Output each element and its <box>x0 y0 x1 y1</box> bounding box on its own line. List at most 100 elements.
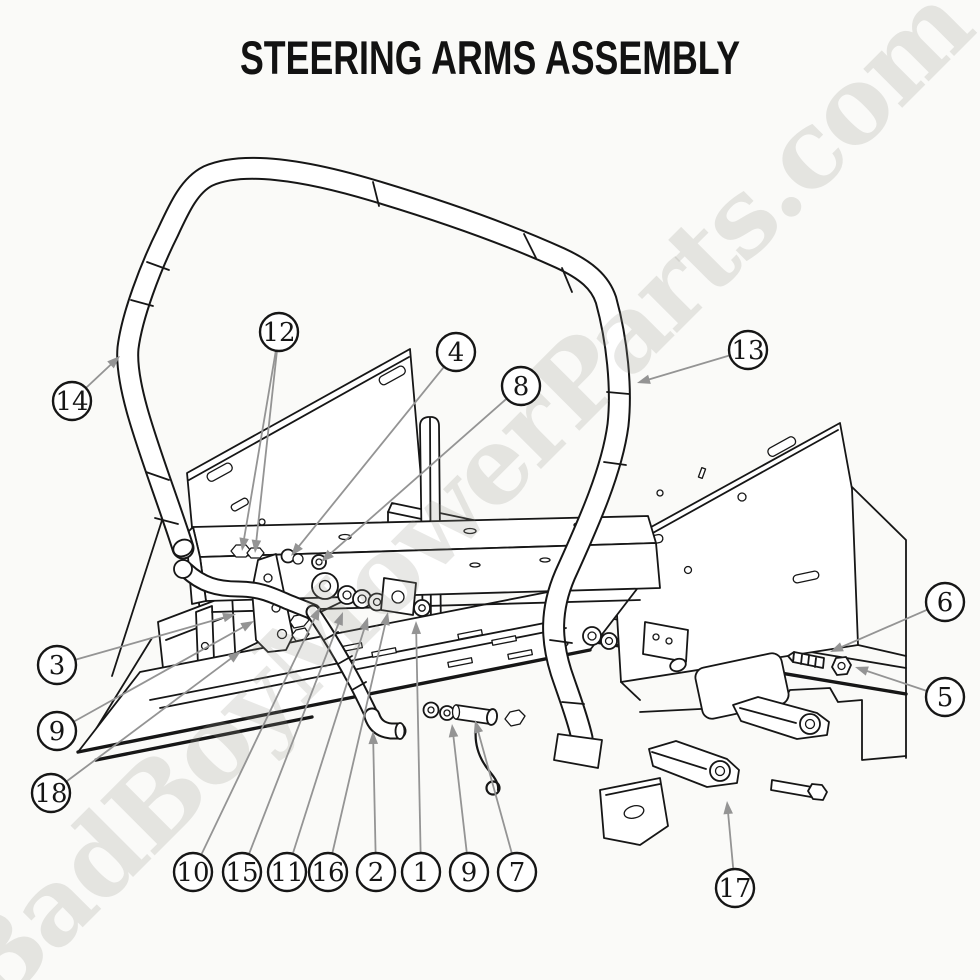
callout-number-15: 15 <box>225 858 258 888</box>
leader-arrow-9-left <box>240 621 254 632</box>
callout-number-14: 14 <box>55 387 88 417</box>
callout-bubble-11 <box>266 851 308 893</box>
callout-16: 16 <box>307 851 349 893</box>
leader-line-15 <box>248 621 340 855</box>
callout-6: 6 <box>924 581 966 623</box>
leader-arrow-12 <box>239 537 249 551</box>
leader-arrow-17 <box>723 801 733 815</box>
leader-arrow-10 <box>310 607 320 621</box>
callout-bubble-8 <box>500 365 542 407</box>
callout-10: 10 <box>172 851 214 893</box>
callout-bubble-17 <box>714 867 756 909</box>
callout-bubble-4 <box>435 331 477 373</box>
callout-12: 12 <box>258 311 300 353</box>
callout-bubble-3 <box>36 644 78 686</box>
leader-line-8 <box>328 397 508 556</box>
hitch-arms <box>599 651 852 846</box>
callout-number-17: 17 <box>718 874 751 904</box>
leader-line-5 <box>865 669 928 692</box>
leader-arrow-2 <box>368 731 379 745</box>
leader-arrow-13 <box>637 374 651 384</box>
callout-bubble-9-bottom <box>448 851 490 893</box>
leader-arrow-16 <box>380 612 390 626</box>
callout-bubble-7 <box>496 851 538 893</box>
leader-line-3 <box>75 616 226 661</box>
callout-bubble-9-left <box>36 710 78 752</box>
leader-line-12 <box>255 350 278 543</box>
callout-number-12: 12 <box>262 318 295 348</box>
callout-number-5: 5 <box>937 683 954 713</box>
callout-bubble-2 <box>355 851 397 893</box>
leader-line-16 <box>331 622 387 854</box>
callout-8: 8 <box>500 365 542 407</box>
callout-14: 14 <box>51 380 93 422</box>
leader-arrow-18 <box>227 651 241 663</box>
callout-bubble-13 <box>727 329 769 371</box>
callout-number-6: 6 <box>937 588 954 618</box>
callout-number-7: 7 <box>509 858 526 888</box>
callout-9-bottom: 9 <box>448 851 490 893</box>
leader-line-18 <box>65 656 233 783</box>
leader-line-12 <box>242 350 277 541</box>
callout-11: 11 <box>266 851 308 893</box>
leader-line-7 <box>477 730 513 854</box>
callout-number-4: 4 <box>448 338 465 368</box>
callout-number-13: 13 <box>731 336 764 366</box>
callout-number-9-bottom: 9 <box>461 858 478 888</box>
callout-bubble-5 <box>924 676 966 718</box>
page-title: STEERING ARMS ASSEMBLY <box>239 31 741 84</box>
roll-bar <box>116 156 631 769</box>
leader-arrow-11 <box>359 617 369 631</box>
leader-line-6 <box>839 608 928 649</box>
callout-bubble-16 <box>307 851 349 893</box>
leader-arrow-3 <box>222 612 236 623</box>
steering-cluster <box>230 544 790 720</box>
callout-bubble-12 <box>258 311 300 353</box>
leader-arrow-6 <box>830 642 844 652</box>
callout-2: 2 <box>355 851 397 893</box>
leader-line-9-left <box>73 625 245 723</box>
leader-arrow-14 <box>107 356 120 369</box>
callout-bubble-15 <box>221 851 263 893</box>
leader-arrow-4 <box>291 542 303 556</box>
leader-line-10 <box>200 616 317 856</box>
callout-bubble-10 <box>172 851 214 893</box>
callout-bubble-14 <box>51 380 93 422</box>
callout-number-2: 2 <box>368 858 385 888</box>
callout-number-18: 18 <box>34 779 67 809</box>
leader-arrow-12 <box>251 539 262 553</box>
leader-line-1 <box>415 631 422 854</box>
callout-number-16: 16 <box>311 858 344 888</box>
callout-13: 13 <box>727 329 769 371</box>
callout-1: 1 <box>400 851 442 893</box>
leader-line-2 <box>372 741 377 854</box>
leader-arrow-7 <box>473 720 484 734</box>
callout-17: 17 <box>714 867 756 909</box>
callout-number-8: 8 <box>513 372 530 402</box>
callout-7: 7 <box>496 851 538 893</box>
callout-bubble-6 <box>924 581 966 623</box>
callout-9-left: 9 <box>36 710 78 752</box>
callout-bubble-18 <box>30 772 72 814</box>
leader-arrow-1 <box>411 621 422 635</box>
callout-number-3: 3 <box>49 651 66 681</box>
leader-arrow-5 <box>855 666 869 676</box>
leader-line-13 <box>647 354 731 381</box>
callout-4: 4 <box>435 331 477 373</box>
leader-line-11 <box>291 627 366 855</box>
leader-line-17 <box>727 811 735 870</box>
leader-line-14 <box>85 362 113 389</box>
callout-number-10: 10 <box>176 858 209 888</box>
callout-18: 18 <box>30 772 72 814</box>
callout-5: 5 <box>924 676 966 718</box>
callout-bubble-1 <box>400 851 442 893</box>
steering-linkage <box>173 559 526 796</box>
callout-number-9-left: 9 <box>49 717 66 747</box>
callout-number-11: 11 <box>270 858 303 888</box>
callout-15: 15 <box>221 851 263 893</box>
callout-number-1: 1 <box>413 858 430 888</box>
leader-line-9-bottom <box>452 734 468 854</box>
leader-line-4 <box>297 366 445 549</box>
